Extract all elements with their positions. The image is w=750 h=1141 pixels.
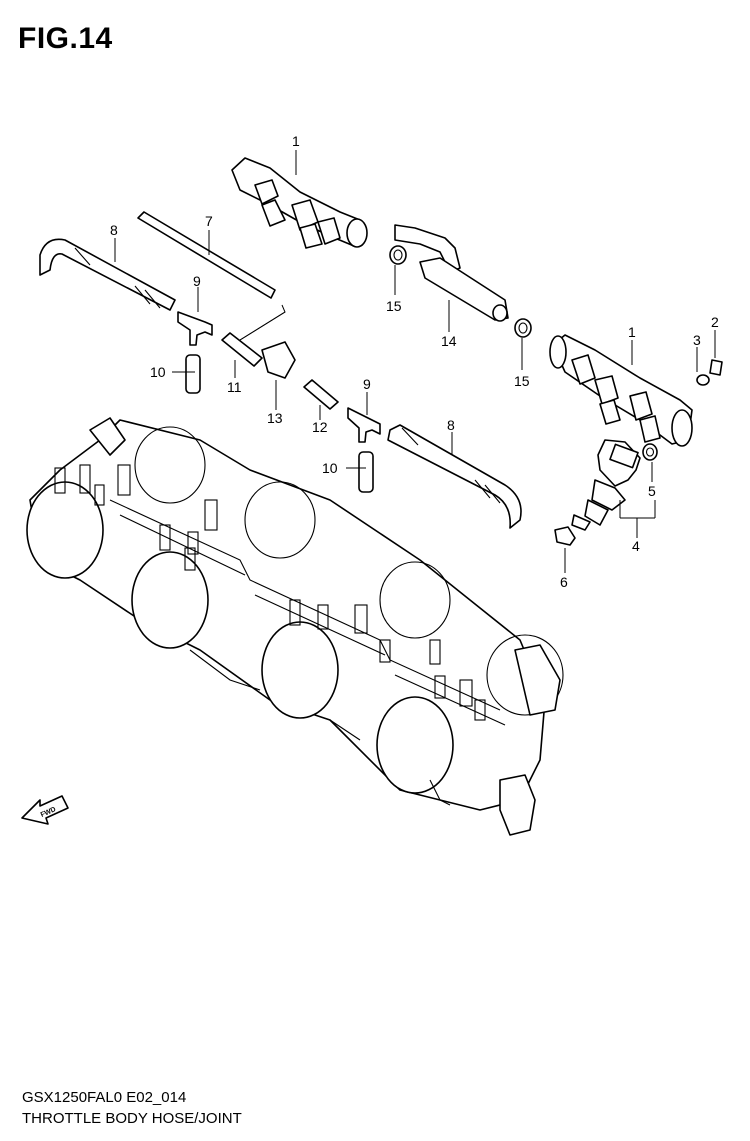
figure-caption: THROTTLE BODY HOSE/JOINT <box>22 1110 242 1127</box>
fuel-delivery-pipe-right <box>549 334 693 447</box>
tube-10-upper <box>185 354 201 394</box>
callout-2: 2 <box>711 314 719 330</box>
bolt-2 <box>709 359 723 376</box>
callout-10-upper: 10 <box>150 364 166 380</box>
fuel-injector <box>571 439 641 531</box>
hose-8-lower <box>387 424 522 529</box>
callout-9-lower: 9 <box>363 376 371 392</box>
callout-13: 13 <box>267 410 283 426</box>
callout-9-upper: 9 <box>193 273 201 289</box>
callout-12: 12 <box>312 419 328 435</box>
hose-7 <box>137 211 276 299</box>
callout-7: 7 <box>205 213 213 229</box>
callout-14: 14 <box>441 333 457 349</box>
callout-15-left: 15 <box>386 298 402 314</box>
callout-1-right: 1 <box>628 324 636 340</box>
t-joint-9-upper <box>177 311 213 346</box>
callout-15-right: 15 <box>514 373 530 389</box>
joint-13 <box>261 341 296 379</box>
fwd-arrow-icon: FWD <box>21 795 69 825</box>
fuel-delivery-pipe-upper <box>231 157 368 249</box>
callout-1-upper: 1 <box>292 133 300 149</box>
o-ring-15-left <box>389 245 407 265</box>
callout-11: 11 <box>227 379 242 395</box>
callout-3: 3 <box>693 332 701 348</box>
joint-pipe-14 <box>394 224 509 322</box>
tube-11 <box>221 332 263 367</box>
callout-6: 6 <box>560 574 568 590</box>
seal-6 <box>554 526 576 546</box>
callout-5: 5 <box>648 483 656 499</box>
t-joint-9-lower <box>347 407 381 443</box>
throttle-body-assembly <box>26 417 564 836</box>
callout-8-upper: 8 <box>110 222 118 238</box>
hose-8-upper <box>39 238 176 311</box>
model-code: GSX1250FAL0 E02_014 <box>22 1089 187 1106</box>
tube-10-lower <box>358 451 374 493</box>
callout-8-lower: 8 <box>447 417 455 433</box>
figure-title: FIG.14 <box>18 22 113 55</box>
washer-3 <box>696 374 710 386</box>
tube-12 <box>303 379 339 410</box>
callout-4: 4 <box>632 538 640 554</box>
o-ring-5 <box>642 443 658 461</box>
callout-10-lower: 10 <box>322 460 338 476</box>
o-ring-15-right <box>514 318 532 338</box>
